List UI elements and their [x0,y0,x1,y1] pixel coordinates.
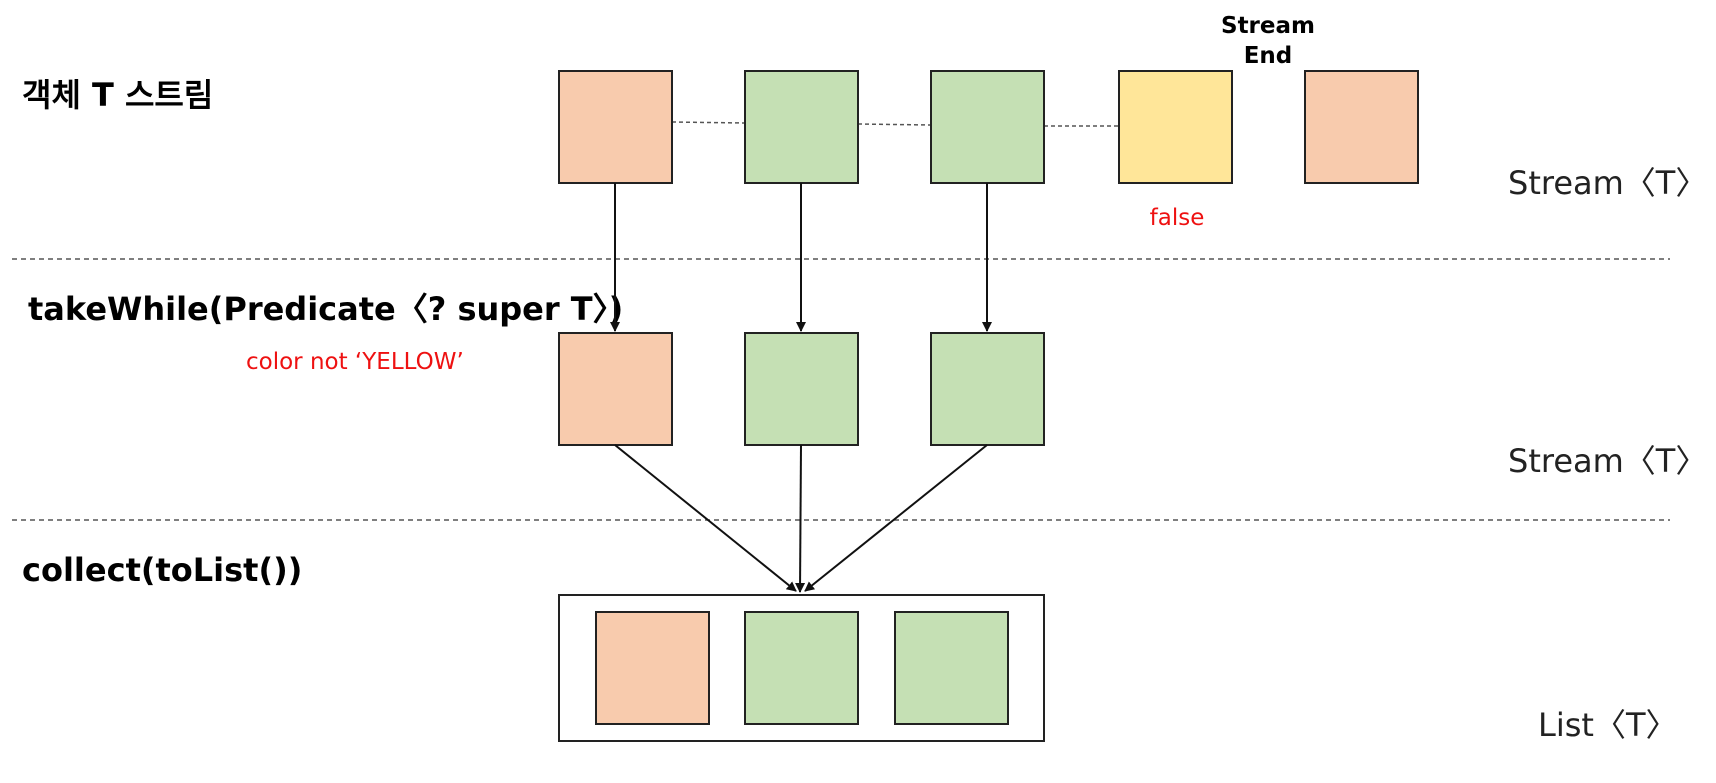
source-element-box [558,70,673,184]
element-connector [671,121,746,124]
collect-arrow [804,444,988,592]
element-connector [857,123,932,126]
false-label: false [1150,205,1205,231]
filtered-element-box [558,332,673,446]
stream-end-label-line1: Stream [1221,13,1315,39]
collect-type-label: List〈T〉 [1538,706,1678,744]
source-stage-label: 객체 T 스트림 [22,76,213,114]
list-element-box [744,611,859,725]
source-element-box-unprocessed [1304,70,1419,184]
collect-arrow [614,444,797,592]
collect-stage-label: collect(toList()) [22,551,302,589]
collect-arrow [795,444,806,593]
source-element-box [744,70,859,184]
predicate-note: color not ‘YELLOW’ [246,349,464,375]
source-element-box [930,70,1045,184]
list-element-box [595,611,710,725]
stream-end-label-line2: End [1244,43,1293,69]
filtered-element-box [744,332,859,446]
filtered-element-box [930,332,1045,446]
takewhile-type-label: Stream〈T〉 [1508,442,1707,480]
source-element-box-rejected [1118,70,1233,184]
source-type-label: Stream〈T〉 [1508,164,1707,202]
takewhile-stage-label: takeWhile(Predicate〈? super T〉) [28,290,623,328]
list-element-box [894,611,1009,725]
